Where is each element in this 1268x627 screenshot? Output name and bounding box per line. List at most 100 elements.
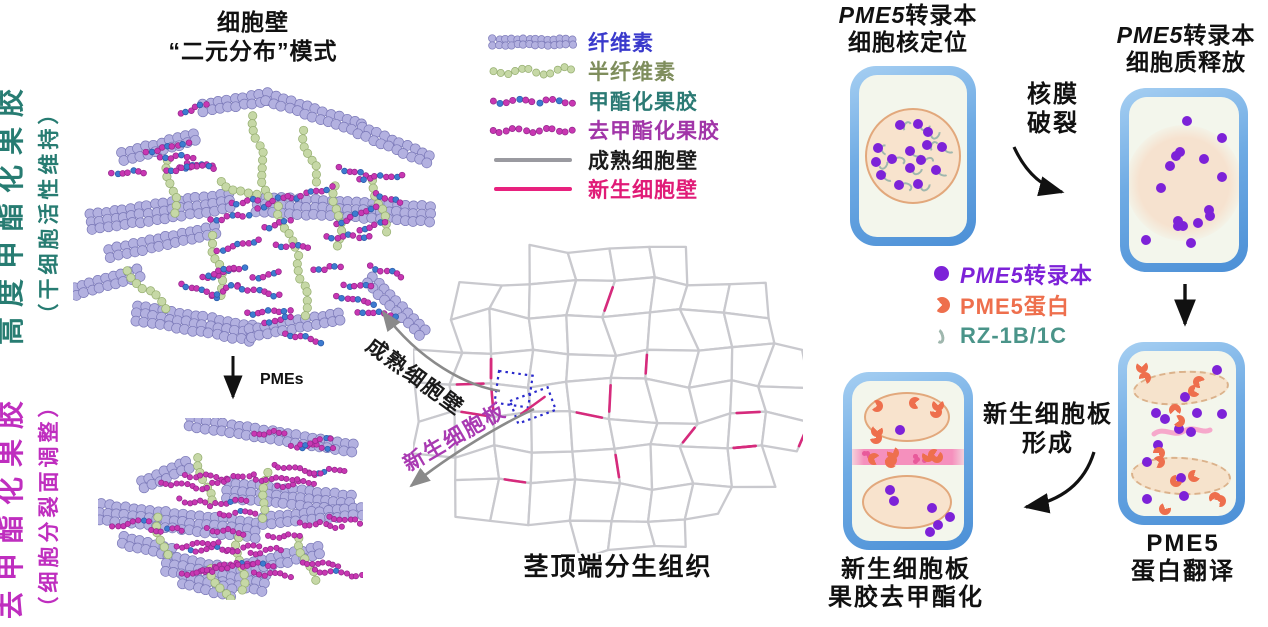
protein-label: PME5蛋白	[960, 293, 1070, 319]
methyl-pectin-chain	[177, 101, 210, 117]
nascent-wall-label: 新生细胞壁	[588, 179, 698, 203]
legend-row-transcript: PME5转录本	[934, 258, 1093, 289]
cell-protein-translation	[1118, 342, 1245, 525]
step-line2: 形成	[1022, 430, 1074, 457]
pme5-gene-name: PME5	[838, 2, 906, 28]
pmes-label: PMEs	[260, 371, 304, 388]
caption-line2: 蛋白翻译	[1131, 558, 1235, 585]
cell-interior	[1129, 97, 1239, 263]
demethyl-pectin-chain	[158, 479, 210, 493]
demethyl-pectin-chain	[234, 559, 277, 570]
cellulose-rod	[116, 531, 178, 562]
nuclear-rupture-arrow	[1012, 146, 1065, 197]
methyl-pectin-chain	[366, 262, 405, 281]
panel-title-line1: PME5转录本	[1098, 22, 1268, 49]
plate-speck	[864, 451, 870, 457]
transcript-dot	[1151, 408, 1162, 419]
pme5-protein	[870, 400, 883, 413]
methyl-pectin-chain	[489, 95, 576, 107]
caption-line1: 新生细胞板	[841, 556, 971, 583]
pme5-gene-name: PME5	[1116, 22, 1184, 48]
transcript-dot	[894, 119, 905, 130]
methyl-pectin-chain	[254, 192, 292, 212]
hemicellulose-label: 半纤维素	[588, 61, 676, 85]
cell-new-plate	[843, 372, 973, 550]
transcript-dot	[1174, 424, 1185, 435]
protein-translation-caption: PME5 蛋白翻译	[1108, 530, 1258, 586]
demethyl-pectin-chain	[296, 519, 345, 532]
demethyl-pectin-chain	[265, 531, 303, 541]
legend-row-rz: RZ-1B/1C	[931, 320, 1093, 351]
side-label-demethyl-pectin: 去甲酯化果胶 （细胞分裂面调整）	[0, 391, 63, 619]
mature-wall-line-icon	[486, 157, 588, 162]
pme5-protein	[885, 454, 898, 467]
demethyl-pectin-chain	[489, 125, 576, 137]
transcript-dot	[1216, 408, 1227, 419]
side-label-sub: （干细胞活性维持）	[38, 99, 61, 325]
protein-pacman-icon	[934, 296, 960, 313]
cellulose-chain-icon	[486, 30, 588, 54]
demethyl-pectin-chain	[274, 478, 317, 491]
title-line1: 细胞壁	[217, 9, 289, 35]
cellulose-rod	[488, 34, 578, 50]
transcript-dot	[1212, 364, 1223, 375]
nascent-wall-structure	[98, 418, 363, 600]
transcript-dot	[1170, 150, 1181, 161]
transcript-dot	[1178, 490, 1189, 501]
hemicellulose-chain	[216, 176, 262, 199]
methyl-pectin-chain	[340, 281, 375, 290]
methyl-pectin-chain	[333, 292, 377, 308]
demethyl-pectin-chain	[148, 524, 185, 535]
demethyl-pectin-chain	[326, 513, 363, 527]
transcript-dot	[1160, 414, 1171, 425]
pme5-protein	[1214, 495, 1227, 508]
methyl-pectin-chain	[261, 313, 294, 327]
transcript-dot	[887, 154, 898, 165]
transcript-dot	[870, 156, 881, 167]
cellulose-rod	[352, 121, 435, 169]
pme5-protein	[1153, 455, 1166, 468]
transcript-dot	[1186, 237, 1197, 248]
transcript-dot	[893, 179, 904, 190]
mature-wall-label: 成熟细胞壁	[588, 149, 698, 173]
demethyl-pectin-chain	[178, 567, 216, 578]
methyl-pectin-chain-icon	[486, 89, 588, 113]
transcript-dot	[876, 170, 887, 181]
transcript-dot	[1142, 494, 1153, 505]
side-label-high-methyl-pectin: 高度甲酯化果胶 （干细胞活性维持）	[0, 79, 63, 345]
pme5-protein	[869, 432, 882, 444]
transcript-dot	[945, 512, 955, 523]
transcript-dot	[1185, 426, 1196, 437]
demethyl-pectin-chain	[109, 517, 152, 530]
pme5-protein	[1138, 372, 1151, 385]
transcript-dot	[936, 141, 947, 152]
demethyl-pectin-chain	[209, 471, 257, 487]
transcript-dot	[1179, 391, 1190, 402]
plate-demethyl-caption: 新生细胞板 果胶去甲酯化	[820, 556, 992, 612]
panel-title-line2: 细胞核定位	[848, 29, 968, 55]
demethyl-pectin-chain	[250, 569, 294, 581]
plate-formation-label: 新生细胞板 形成	[972, 400, 1124, 458]
cellulose-rod	[116, 128, 201, 166]
pme5-protein	[1158, 502, 1171, 515]
methyl-pectin-chain	[323, 231, 373, 242]
methyl-pectin-chain	[356, 171, 406, 183]
methyl-pectin-chain	[234, 283, 283, 300]
transcript-dot	[905, 162, 916, 173]
cellulose-rod	[136, 455, 195, 494]
caption-line1: PME5	[1146, 530, 1220, 557]
hemicellulose-chain	[193, 453, 217, 505]
transcript-dot	[1217, 133, 1228, 144]
methyl-pectin-chain	[228, 195, 261, 208]
hemicellulose-chain-icon	[486, 59, 588, 83]
methyl-pectin-chain	[213, 236, 262, 255]
pme5-protein	[1168, 403, 1181, 416]
side-label-sub: （细胞分裂面调整）	[38, 392, 61, 618]
transcript-dot	[1152, 440, 1163, 451]
rz-crescent-icon	[931, 326, 960, 345]
transcript-dot	[1177, 221, 1188, 232]
transcript-dot	[889, 495, 899, 506]
panel-title-line2: 细胞质释放	[1126, 49, 1246, 75]
legend-row-nascent-wall: 新生细胞壁	[486, 175, 720, 205]
